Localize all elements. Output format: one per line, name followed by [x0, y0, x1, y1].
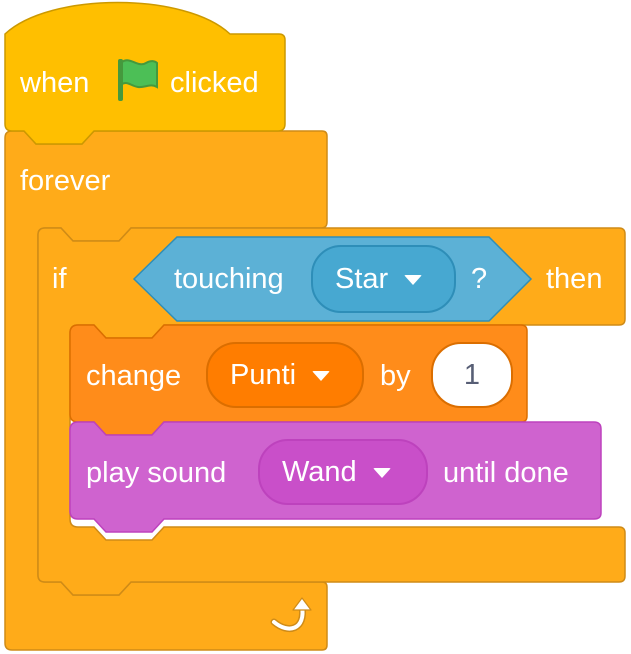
- green-flag-icon: [118, 59, 158, 101]
- touching-label: touching: [174, 263, 284, 295]
- variable-value: Punti: [230, 358, 297, 391]
- change-amount-input[interactable]: 1: [431, 342, 513, 408]
- by-label: by: [380, 360, 411, 392]
- forever-label: forever: [20, 165, 111, 197]
- loop-arrow-icon: [270, 597, 312, 633]
- when-label: when: [20, 67, 90, 99]
- touching-target-value: Star: [335, 262, 389, 295]
- play-sound-label: play sound: [86, 457, 227, 489]
- variable-dropdown[interactable]: Punti: [206, 342, 364, 408]
- chevron-down-icon: [372, 468, 391, 478]
- sound-dropdown[interactable]: Wand: [258, 439, 428, 505]
- until-done-label: until done: [443, 457, 569, 489]
- chevron-down-icon: [404, 275, 423, 285]
- if-label: if: [52, 263, 67, 295]
- change-label: change: [86, 360, 182, 392]
- chevron-down-icon: [312, 371, 331, 381]
- touching-target-dropdown[interactable]: Star: [311, 245, 456, 313]
- clicked-label: clicked: [170, 67, 259, 99]
- sound-value: Wand: [282, 455, 357, 488]
- question-mark-label: ?: [471, 263, 488, 295]
- then-label: then: [546, 263, 603, 295]
